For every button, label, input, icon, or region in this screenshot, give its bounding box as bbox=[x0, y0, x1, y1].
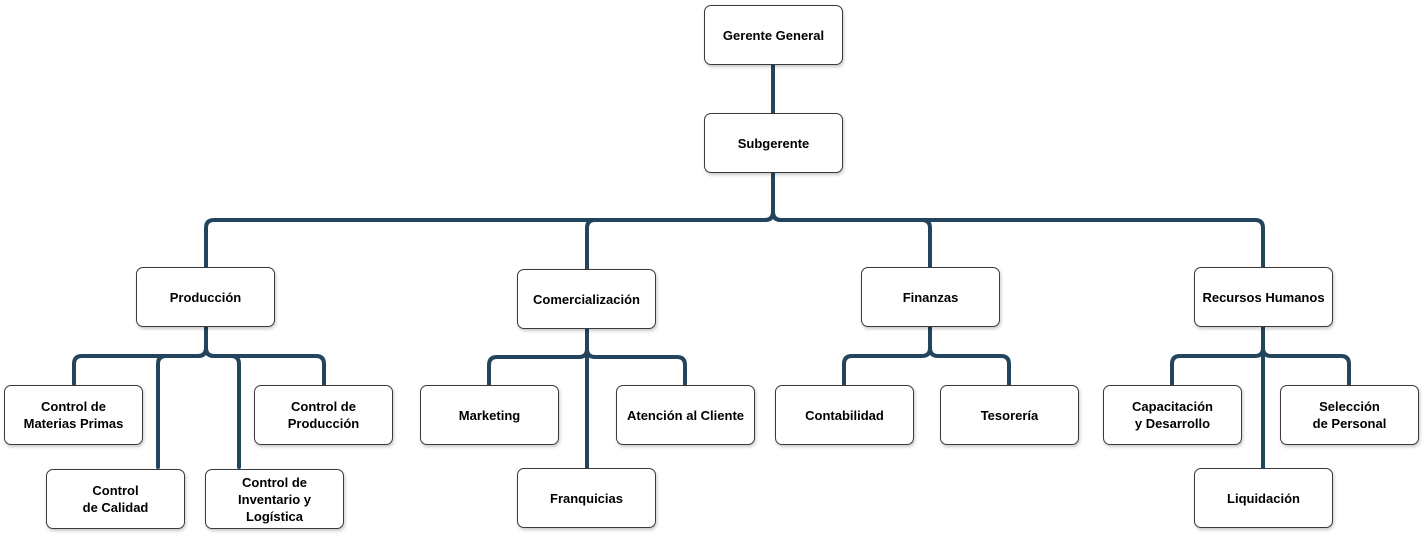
node-produccion: Producción bbox=[136, 267, 275, 327]
connector-finanzas-contabilidad bbox=[842, 325, 932, 386]
connector-produccion-inventario bbox=[204, 325, 241, 469]
node-control-produccion: Control de Producción bbox=[254, 385, 393, 445]
node-seleccion-personal: Selección de Personal bbox=[1280, 385, 1419, 445]
connector-rrhh-capacitacion bbox=[1170, 325, 1265, 386]
node-recursos-humanos: Recursos Humanos bbox=[1194, 267, 1333, 327]
node-control-materias-primas: Control de Materias Primas bbox=[4, 385, 143, 445]
node-subgerente: Subgerente bbox=[704, 113, 843, 173]
node-liquidacion: Liquidación bbox=[1194, 468, 1333, 528]
node-atencion-cliente: Atención al Cliente bbox=[616, 385, 755, 445]
connector-rrhh-seleccion bbox=[1261, 325, 1351, 386]
node-finanzas: Finanzas bbox=[861, 267, 1000, 327]
node-franquicias: Franquicias bbox=[517, 468, 656, 528]
node-tesoreria: Tesorería bbox=[940, 385, 1079, 445]
connector-produccion-calidad bbox=[156, 325, 208, 469]
node-control-calidad: Control de Calidad bbox=[46, 469, 185, 529]
connector-comercializacion-marketing bbox=[487, 327, 589, 386]
node-contabilidad: Contabilidad bbox=[775, 385, 914, 445]
node-control-inventario: Control de Inventario y Logística bbox=[205, 469, 344, 529]
connector-finanzas-tesoreria bbox=[928, 325, 1011, 386]
node-marketing: Marketing bbox=[420, 385, 559, 445]
connector-comercializacion-atencion bbox=[585, 327, 687, 386]
node-capacitacion: Capacitación y Desarrollo bbox=[1103, 385, 1242, 445]
node-comercializacion: Comercialización bbox=[517, 269, 656, 329]
connector-produccion-control-produccion bbox=[204, 325, 326, 386]
connector-subgerente-comercializacion bbox=[585, 171, 775, 271]
node-gerente-general: Gerente General bbox=[704, 5, 843, 65]
connector-subgerente-recursos-humanos bbox=[771, 171, 1265, 269]
